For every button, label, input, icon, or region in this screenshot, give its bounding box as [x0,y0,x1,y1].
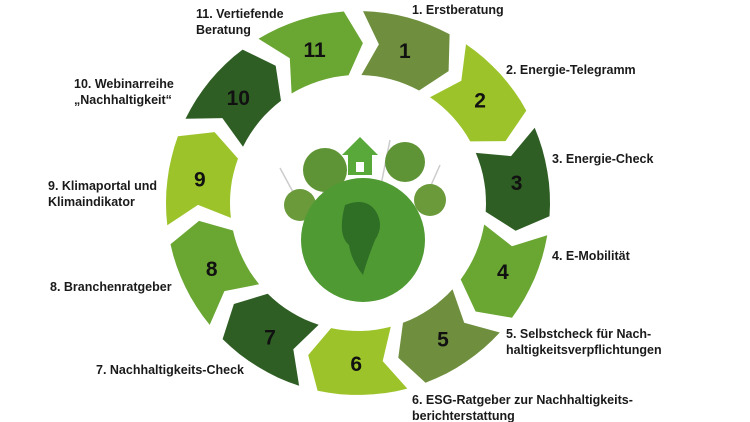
arrow-shape [170,220,260,325]
step-arrow-3: 3 [475,127,550,231]
arrow-shape [185,49,281,147]
arrow-shape [460,224,548,318]
arrow-shape [398,289,500,383]
arrow-shape [222,293,319,386]
step-arrow-1: 1 [361,11,450,91]
arrow-shape [475,127,550,231]
arrow-shape [430,44,527,142]
step-label-6: 6. ESG-Ratgeber zur Nachhaltigkeits- ber… [412,393,633,422]
arrow-shape [258,11,363,94]
step-arrow-2: 2 [430,44,527,142]
step-arrow-9: 9 [166,132,238,226]
step-label-11: 11. Vertiefende Beratung [196,7,284,37]
step-label-5: 5. Selbstcheck für Nach- haltigkeitsverp… [506,327,662,357]
step-label-3: 3. Energie-Check [552,152,654,166]
step-number: 2 [474,90,486,113]
step-label-7: 7. Nachhaltigkeits-Check [96,363,244,377]
step-arrow-4: 4 [460,224,548,318]
step-arrow-10: 10 [185,49,281,147]
step-label-10: 10. Webinarreihe „Nachhaltigkeit“ [74,77,174,107]
globe-icon [279,137,446,302]
step-label-1: 1. Erstberatung [412,3,504,17]
step-number: 1 [399,40,411,63]
arrow-shape [166,132,238,226]
step-arrow-6: 6 [308,326,408,395]
step-number: 4 [497,261,509,284]
step-label-9: 9. Klimaportal und Klimaindikator [48,179,158,209]
step-number: 11 [303,39,326,62]
step-label-2: 2. Energie-Telegramm [506,63,636,77]
step-number: 9 [194,169,206,192]
step-arrow-8: 8 [170,220,260,325]
step-label-8: 8. Branchenratgeber [50,280,172,294]
step-arrow-7: 7 [222,293,319,386]
arrow-shape [361,11,450,91]
arrow-shape [308,326,408,395]
step-number: 7 [264,327,276,350]
step-arrow-5: 5 [398,289,500,383]
step-number: 8 [206,258,218,281]
step-arrow-11: 11 [258,11,363,94]
step-number: 3 [511,172,523,195]
step-number: 10 [227,87,250,110]
step-number: 6 [350,353,362,376]
step-label-4: 4. E-Mobilität [552,249,630,263]
step-number: 5 [437,329,449,352]
